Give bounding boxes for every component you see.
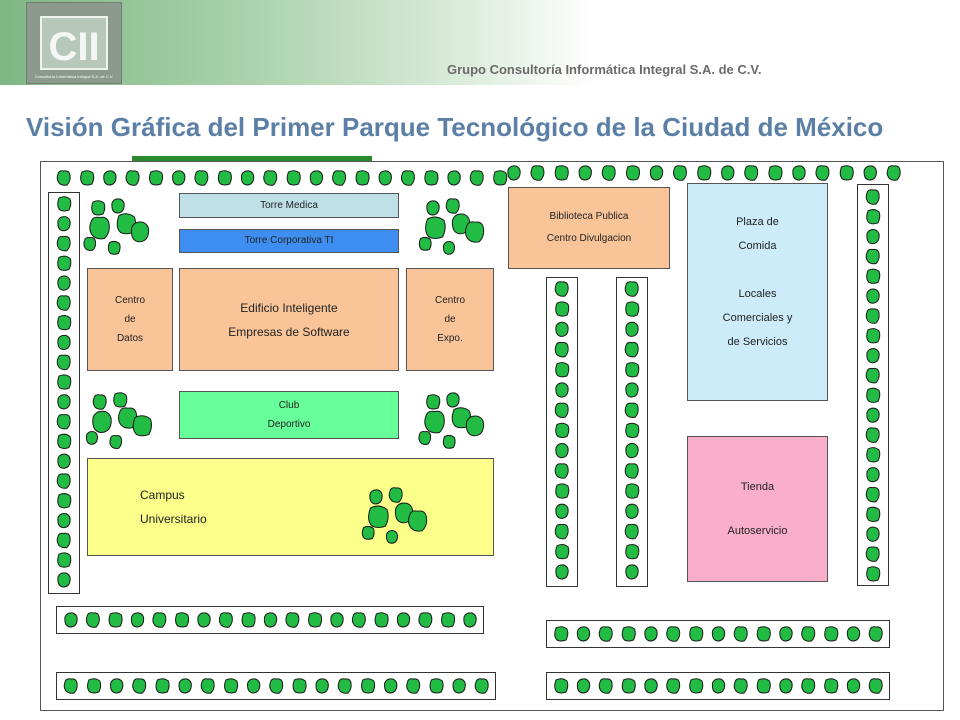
logo-caption: Consultoría Informática Integral S.A. de… bbox=[35, 74, 114, 79]
tree-strip-center-right bbox=[616, 277, 648, 587]
club-deportivo: Club Deportivo bbox=[179, 391, 399, 439]
tree-strip-bottom-left-lower bbox=[56, 672, 496, 700]
torre-medica: Torre Medica bbox=[179, 193, 399, 218]
plaza-line-5: Comerciales y bbox=[722, 312, 793, 324]
tree-strip-bottom-right-upper bbox=[546, 620, 890, 648]
tienda-line-3: Autoservicio bbox=[727, 525, 788, 537]
centro-expo-line-1: Centro bbox=[434, 295, 465, 306]
tienda-line-1: Tienda bbox=[740, 481, 775, 493]
campus-line-1: Campus bbox=[140, 488, 185, 502]
park-boundary bbox=[40, 161, 944, 711]
title-accent-bar bbox=[132, 156, 372, 161]
edificio-line-2: Empresas de Software bbox=[228, 324, 350, 339]
edificio-inteligente: Edificio Inteligente Empresas de Softwar… bbox=[179, 268, 399, 371]
plaza-line-2: Comida bbox=[738, 240, 777, 252]
company-logo: CII Consultoría Informática Integral S.A… bbox=[26, 2, 122, 84]
centro-expo-line-2: de bbox=[444, 314, 456, 325]
plaza-line-6: de Servicios bbox=[727, 336, 788, 348]
torre-medica-label: Torre Medica bbox=[260, 199, 318, 211]
header-band bbox=[0, 0, 960, 85]
company-name: Grupo Consultoría Informática Integral S… bbox=[447, 62, 762, 77]
tree-strip-bottom-left-upper bbox=[56, 606, 484, 634]
tree-strip-left bbox=[48, 192, 80, 594]
edificio-line-1: Edificio Inteligente bbox=[240, 300, 338, 315]
centro-de-expo: Centro de Expo. bbox=[406, 268, 494, 371]
centro-datos-line-2: de bbox=[124, 314, 136, 325]
centro-expo-line-3: Expo. bbox=[437, 333, 463, 344]
biblioteca-line-1: Biblioteca Publica bbox=[549, 211, 629, 222]
biblioteca-line-2: Centro Divulgacion bbox=[546, 233, 632, 244]
plaza-line-4: Locales bbox=[738, 288, 777, 300]
tree-strip-center-left bbox=[546, 277, 578, 587]
centro-de-datos: Centro de Datos bbox=[87, 268, 173, 371]
tree-strip-bottom-right-lower bbox=[546, 672, 890, 700]
plaza-de-comida: Plaza de Comida Locales Comerciales y de… bbox=[687, 183, 828, 401]
plaza-line-1: Plaza de bbox=[736, 216, 779, 228]
campus-universitario: Campus Universitario bbox=[87, 458, 494, 556]
biblioteca-publica: Biblioteca Publica Centro Divulgacion bbox=[508, 187, 670, 269]
campus-line-2: Universitario bbox=[140, 512, 207, 526]
torre-corporativa-ti: Torre Corporativa TI bbox=[179, 229, 399, 253]
club-line-1: Club bbox=[278, 400, 300, 411]
logo-lettering: CII bbox=[48, 25, 99, 69]
centro-datos-line-1: Centro bbox=[114, 295, 145, 306]
club-line-2: Deportivo bbox=[267, 419, 311, 430]
centro-datos-line-3: Datos bbox=[116, 333, 144, 344]
tree-strip-right bbox=[857, 184, 889, 586]
torre-corporativa-label: Torre Corporativa TI bbox=[244, 235, 334, 246]
tienda-autoservicio: Tienda Autoservicio bbox=[687, 436, 828, 582]
page-title: Visión Gráfica del Primer Parque Tecnoló… bbox=[26, 112, 884, 142]
